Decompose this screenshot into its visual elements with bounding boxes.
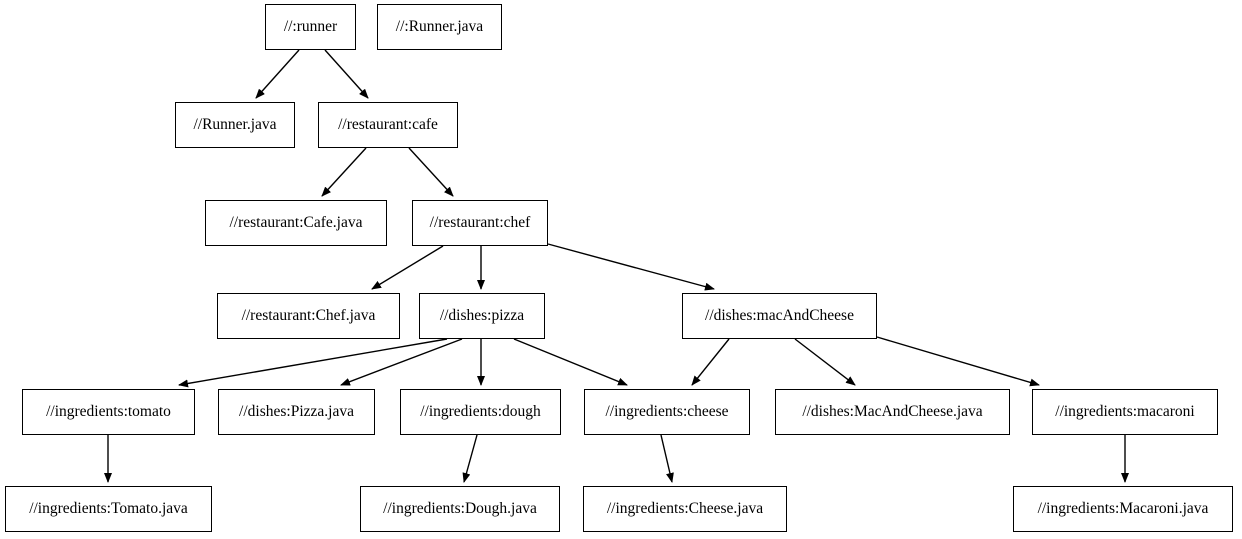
graph-node-cheese_java[interactable]: //ingredients:Cheese.java <box>583 486 787 532</box>
graph-node-label: //restaurant:cafe <box>338 116 438 134</box>
graph-node-label: //ingredients:macaroni <box>1055 403 1195 421</box>
graph-edge-cafe-to-cafe_java <box>321 147 367 197</box>
graph-edge-runner-to-cafe <box>324 49 369 99</box>
graph-edge-runner-to-runner_java <box>255 49 300 99</box>
graph-node-label: //dishes:Pizza.java <box>239 403 354 421</box>
graph-node-macaroni_java[interactable]: //ingredients:Macaroni.java <box>1013 486 1233 532</box>
graph-node-label: //ingredients:dough <box>420 403 541 421</box>
graph-edge-macandcheese-to-macandcheese_java <box>794 338 856 386</box>
graph-node-tomato[interactable]: //ingredients:tomato <box>22 389 195 435</box>
graph-node-root_runner_java[interactable]: //:Runner.java <box>377 4 502 50</box>
graph-node-label: //dishes:MacAndCheese.java <box>802 403 983 421</box>
graph-node-label: //ingredients:Macaroni.java <box>1037 500 1209 518</box>
graph-edge-cheese-to-cheese_java <box>660 434 674 483</box>
graph-node-chef_java[interactable]: //restaurant:Chef.java <box>217 293 400 339</box>
graph-node-cafe_java[interactable]: //restaurant:Cafe.java <box>205 200 387 246</box>
graph-node-tomato_java[interactable]: //ingredients:Tomato.java <box>5 486 212 532</box>
graph-node-label: //restaurant:Chef.java <box>241 307 376 325</box>
graph-edge-cafe-to-chef <box>408 147 454 197</box>
graph-node-dough_java[interactable]: //ingredients:Dough.java <box>360 486 560 532</box>
graph-node-label: //ingredients:Cheese.java <box>606 500 764 518</box>
graph-node-runner[interactable]: //:runner <box>265 4 356 50</box>
graph-edge-pizza-to-tomato <box>178 338 448 388</box>
graph-edge-macandcheese-to-cheese <box>691 338 730 386</box>
graph-edge-pizza-to-cheese <box>513 338 628 386</box>
graph-node-label: //:runner <box>283 18 338 36</box>
graph-edge-chef-to-chef_java <box>371 245 444 290</box>
graph-node-label: //Runner.java <box>193 116 277 134</box>
graph-node-macandcheese[interactable]: //dishes:macAndCheese <box>682 293 877 339</box>
graph-node-runner_java[interactable]: //Runner.java <box>175 102 295 148</box>
graph-node-label: //ingredients:tomato <box>46 403 171 421</box>
graph-node-chef[interactable]: //restaurant:chef <box>412 200 548 246</box>
graph-node-label: //restaurant:chef <box>429 214 531 232</box>
graph-node-pizza[interactable]: //dishes:pizza <box>419 293 545 339</box>
graph-node-label: //dishes:pizza <box>439 307 525 325</box>
graph-node-macandcheese_java[interactable]: //dishes:MacAndCheese.java <box>775 389 1010 435</box>
graph-node-pizza_java[interactable]: //dishes:Pizza.java <box>218 389 375 435</box>
graph-edge-dough-to-dough_java <box>462 434 478 483</box>
graph-node-macaroni[interactable]: //ingredients:macaroni <box>1032 389 1218 435</box>
graph-node-cheese[interactable]: //ingredients:cheese <box>584 389 750 435</box>
graph-edge-chef-to-macandcheese <box>547 243 715 291</box>
graph-node-label: //ingredients:Dough.java <box>383 500 537 518</box>
graph-node-label: //restaurant:Cafe.java <box>229 214 363 232</box>
graph-node-label: //ingredients:cheese <box>605 403 729 421</box>
graph-node-dough[interactable]: //ingredients:dough <box>400 389 561 435</box>
graph-node-cafe[interactable]: //restaurant:cafe <box>318 102 458 148</box>
graph-edge-pizza-to-pizza_java <box>340 338 463 386</box>
graph-node-label: //:Runner.java <box>395 18 484 36</box>
graph-node-label: //ingredients:Tomato.java <box>29 500 188 518</box>
graph-node-label: //dishes:macAndCheese <box>705 307 854 325</box>
graph-edge-macandcheese-to-macaroni <box>876 336 1040 387</box>
